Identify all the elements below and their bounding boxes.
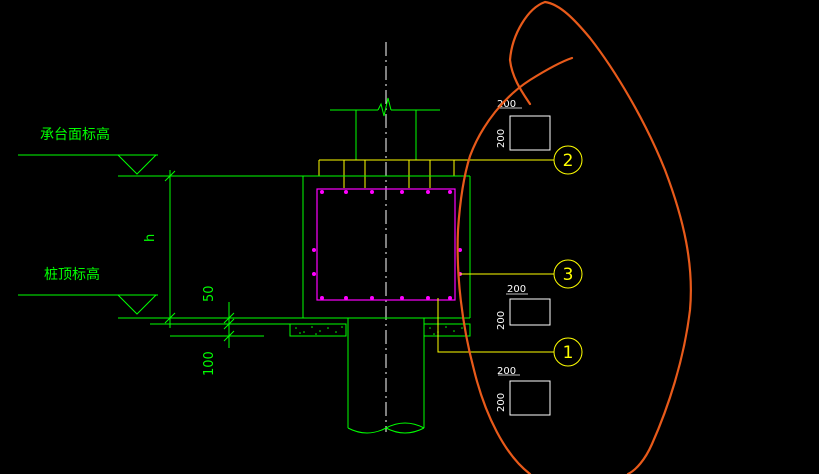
- callout-bubble-1: 1: [553, 337, 583, 367]
- section-side-dim: 200: [496, 311, 507, 330]
- starter-bars: [318, 159, 455, 188]
- pile-cap-outline: [302, 175, 471, 319]
- callout-number: 2: [563, 151, 574, 171]
- callout-bubble-3: 3: [553, 259, 583, 289]
- rebar-cage: [312, 188, 462, 301]
- section-detail-3: 200 200: [496, 366, 551, 416]
- cap-top-elevation-symbol: [18, 154, 303, 177]
- pile: [347, 318, 425, 434]
- pile-top-elevation-label: 桩顶标高: [44, 266, 100, 283]
- section-top-dim: 200: [507, 284, 526, 295]
- callout-number: 1: [563, 343, 574, 363]
- callout-bubble-2: 2: [553, 145, 583, 175]
- section-detail-2: 200 200: [496, 284, 551, 330]
- callout-leaders: [437, 159, 554, 353]
- section-detail-1: 200 200: [496, 99, 551, 151]
- dimension-h-label: h: [143, 234, 158, 242]
- dimension-h: [150, 170, 290, 337]
- hand-drawn-annotation-loop: [456, 0, 692, 474]
- column-stub: [330, 97, 440, 160]
- cap-top-elevation-label: 承台面标高: [40, 126, 110, 143]
- section-top-dim: 200: [497, 99, 516, 110]
- section-side-dim: 200: [496, 393, 507, 412]
- dimension-100-label: 100: [202, 351, 217, 376]
- section-top-dim: 200: [497, 366, 516, 377]
- dimension-50-100: [223, 302, 235, 348]
- dimension-50-label: 50: [202, 285, 217, 302]
- section-side-dim: 200: [496, 129, 507, 148]
- callout-number: 3: [563, 265, 574, 285]
